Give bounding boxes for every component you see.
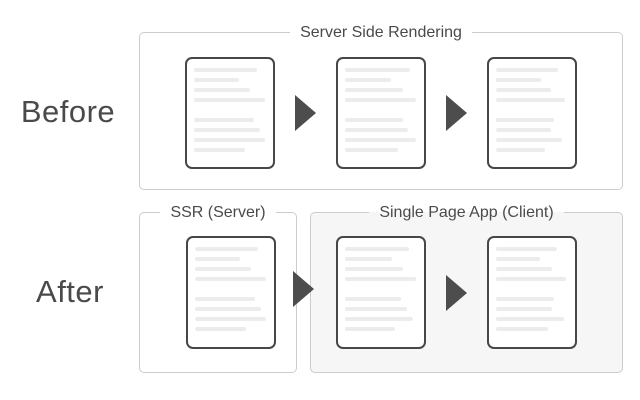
arrow-right-icon <box>293 271 314 307</box>
document-text-line <box>195 267 252 271</box>
document-icon <box>336 236 426 349</box>
single-page-app-legend: Single Page App (Client) <box>379 204 554 221</box>
document-text-line <box>345 77 392 82</box>
document-text-line <box>194 127 261 132</box>
document-text-line <box>345 87 403 92</box>
document-text-line <box>195 247 259 251</box>
document-text-line <box>195 297 256 301</box>
document-text-line <box>194 137 265 142</box>
document-text-line <box>496 117 554 122</box>
document-text-line <box>496 137 563 142</box>
document-text-line <box>345 247 410 251</box>
document-text-line <box>194 117 255 122</box>
document-text-line <box>194 147 246 152</box>
document-icon <box>487 236 577 349</box>
before-label: Before <box>20 94 116 129</box>
server-side-rendering-group: Server Side Rendering <box>139 22 623 190</box>
arrow-right-icon <box>446 94 467 131</box>
ssr-server-legend: SSR (Server) <box>170 204 266 221</box>
document-text-line <box>194 97 265 102</box>
document-text-line <box>345 117 403 122</box>
document-text-line <box>195 327 247 331</box>
document-icon <box>185 56 275 169</box>
document-text-line <box>345 277 416 281</box>
document-text-line <box>496 147 545 152</box>
document-text-line <box>345 127 409 132</box>
document-text-line <box>345 327 396 331</box>
document-flow-ssr <box>140 236 296 349</box>
document-text-line <box>345 267 403 271</box>
document-text-line <box>345 307 407 311</box>
ssr-server-group: SSR (Server) <box>139 202 297 373</box>
document-text-line <box>496 97 566 102</box>
document-text-line <box>345 147 398 152</box>
document-text-line <box>496 267 553 271</box>
document-text-line <box>496 327 548 331</box>
document-text-line <box>345 297 402 301</box>
document-text-line <box>496 67 558 72</box>
document-text-line <box>496 87 551 92</box>
document-text-line <box>195 317 266 321</box>
document-icon <box>336 56 426 169</box>
document-flow-spa <box>311 236 622 349</box>
document-text-line <box>345 257 392 261</box>
document-text-line <box>194 77 240 82</box>
document-text-line <box>345 67 410 72</box>
document-text-line <box>194 67 258 72</box>
document-text-line <box>345 317 414 321</box>
document-text-line <box>496 297 554 301</box>
arrow-right-icon <box>295 94 316 131</box>
document-text-line <box>195 257 241 261</box>
document-text-line <box>496 247 558 251</box>
document-icon <box>186 236 276 349</box>
document-text-line <box>496 77 541 82</box>
document-flow-before <box>140 56 622 169</box>
document-icon <box>487 56 577 169</box>
document-text-line <box>345 137 417 142</box>
arrow-right-icon <box>446 274 467 311</box>
document-text-line <box>496 307 553 311</box>
server-side-rendering-legend: Server Side Rendering <box>300 24 462 41</box>
document-text-line <box>345 97 417 102</box>
document-text-line <box>496 277 566 281</box>
document-text-line <box>194 87 251 92</box>
document-text-line <box>496 317 564 321</box>
document-text-line <box>496 257 540 261</box>
after-label: After <box>36 274 104 309</box>
document-text-line <box>195 307 262 311</box>
document-text-line <box>496 127 551 132</box>
single-page-app-group: Single Page App (Client) <box>310 202 623 373</box>
document-text-line <box>195 277 266 281</box>
